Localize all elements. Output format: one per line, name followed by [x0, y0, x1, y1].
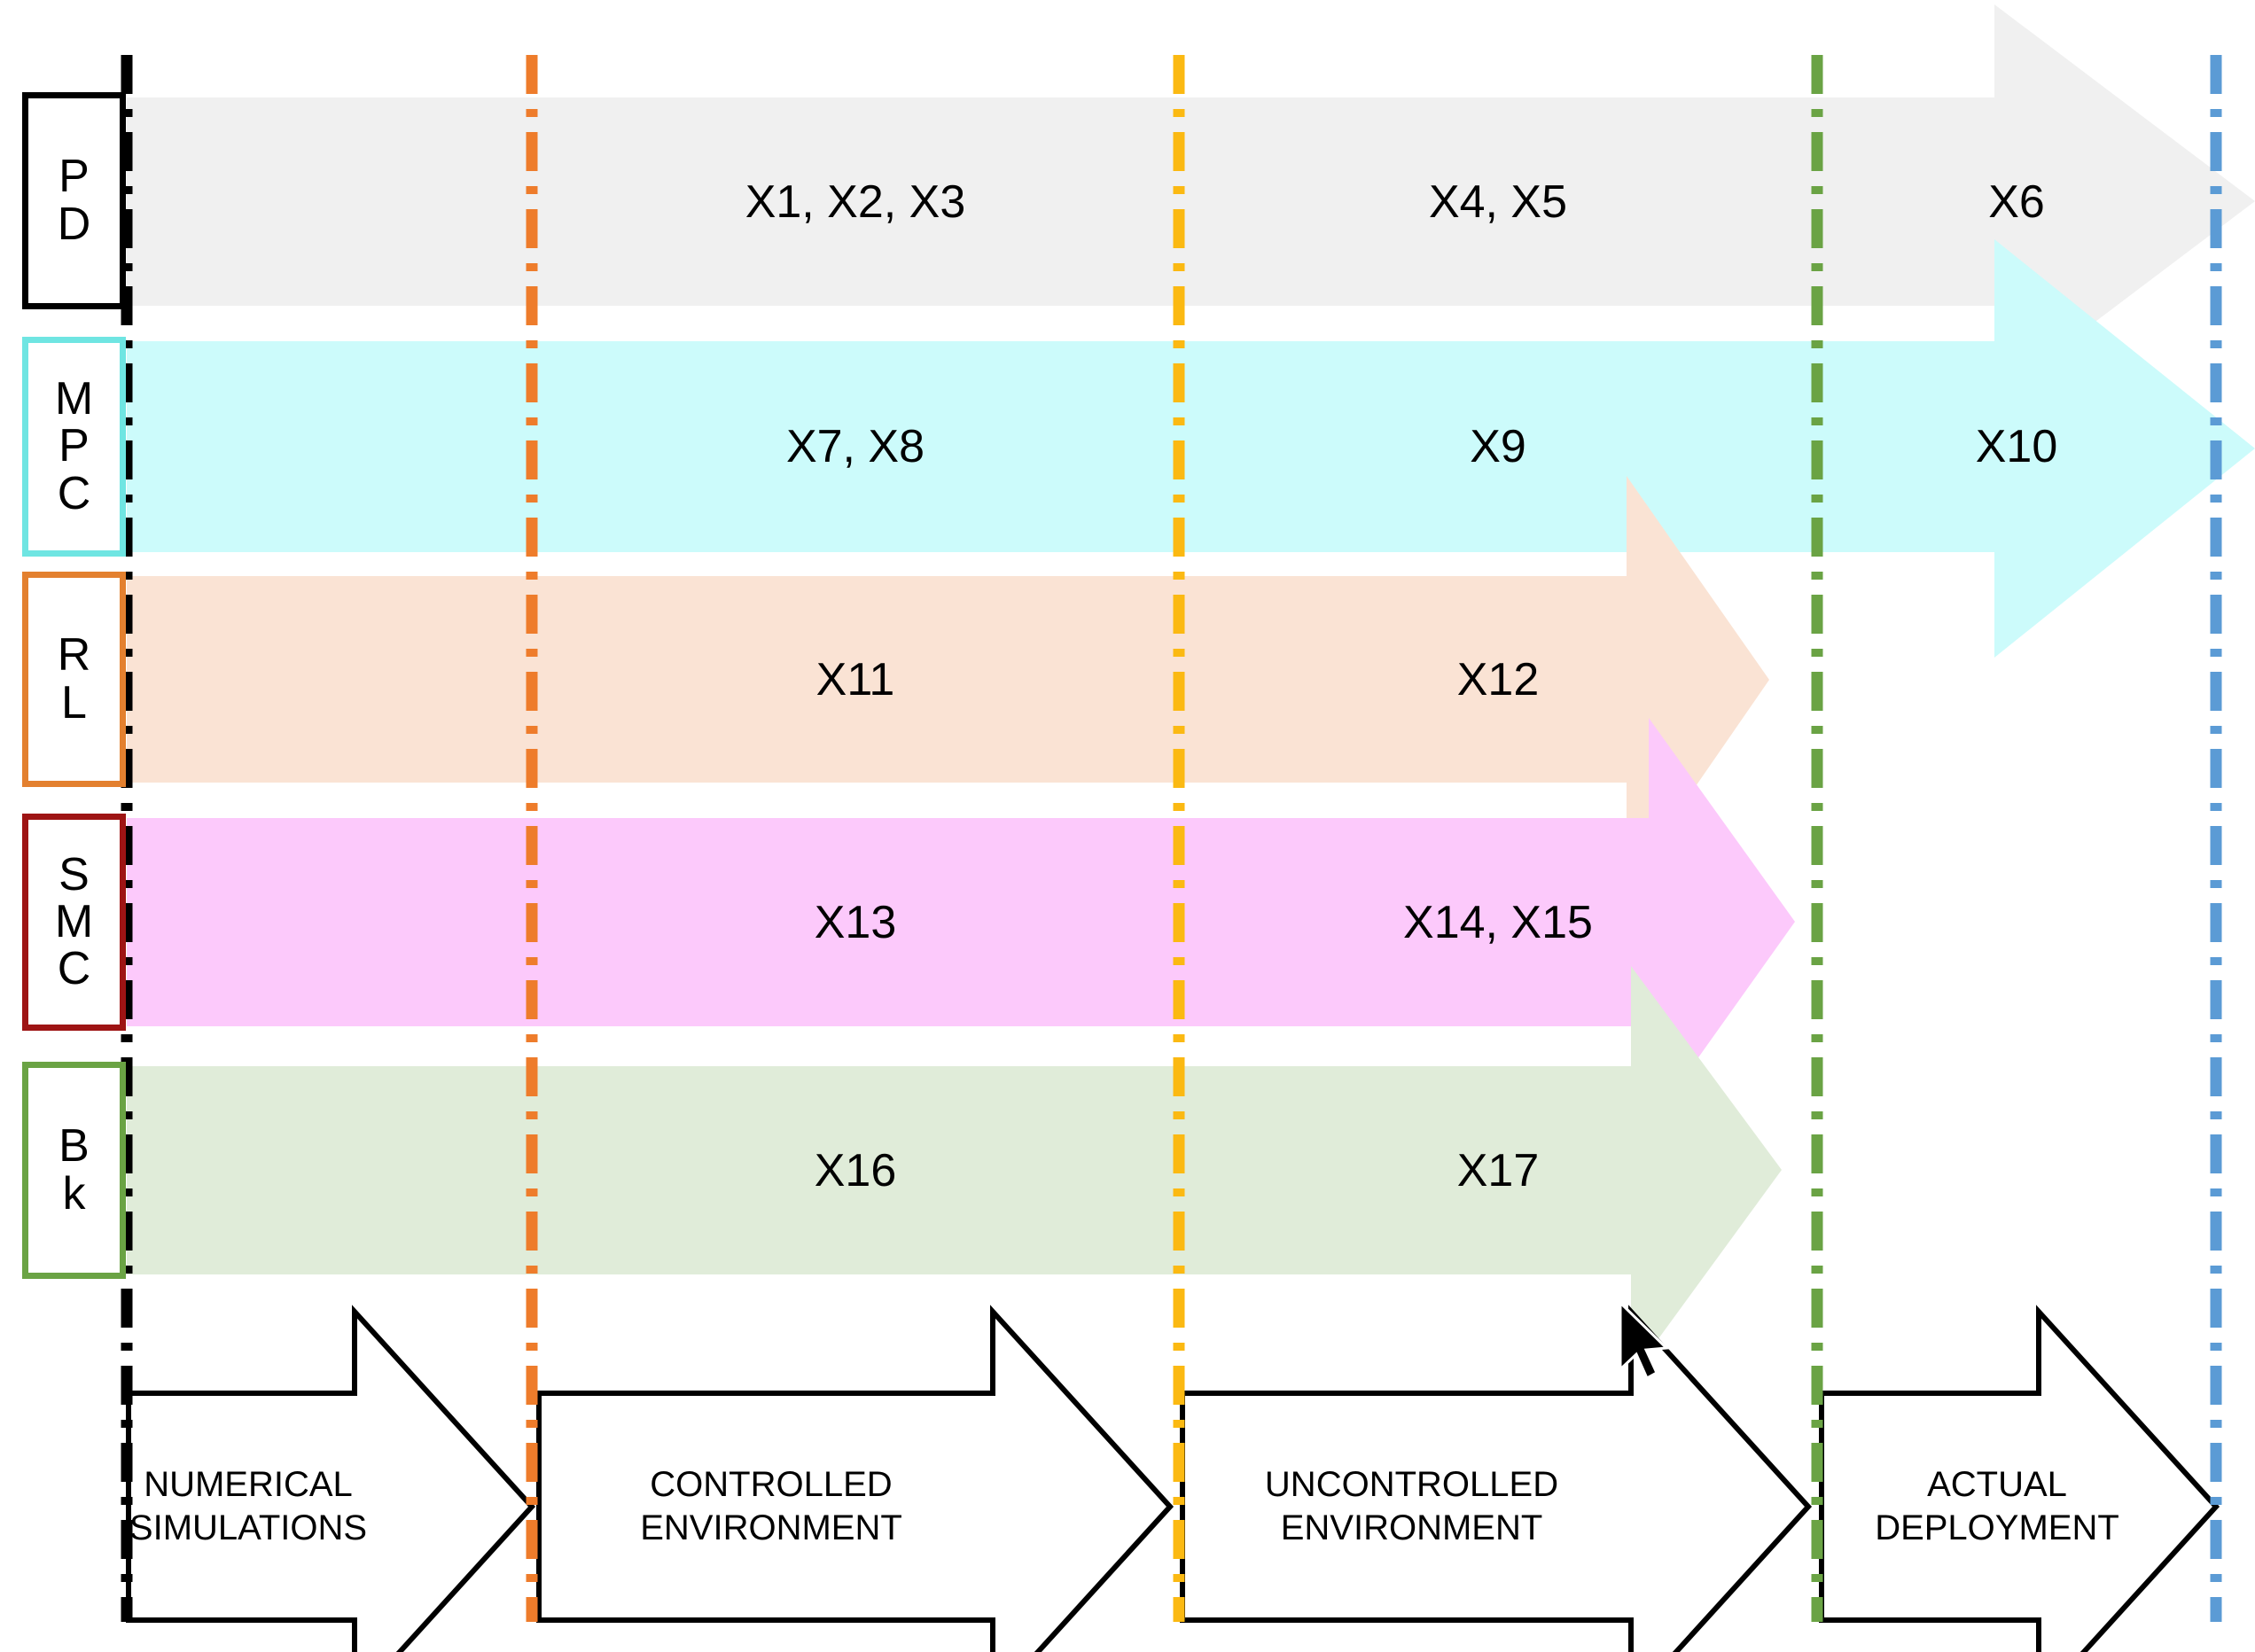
row-label-pd-line-0: P [59, 151, 90, 203]
cell-rl-controlled: X11 [815, 653, 895, 705]
band-arrow-mpc [127, 239, 2255, 658]
row-label-mpc: M P C [22, 337, 126, 557]
cell-mpc-controlled: X7, X8 [785, 421, 925, 472]
band-arrow-pd [127, 4, 2255, 398]
phase-label-numerical: NUMERICAL SIMULATIONS [129, 1418, 367, 1595]
phase-label-deployment-line-1: DEPLOYMENT [1875, 1508, 2119, 1547]
row-label-mpc-line-2: C [57, 467, 91, 519]
phase-label-numerical-line-0: NUMERICAL [144, 1465, 353, 1505]
row-label-pd: P D [22, 92, 126, 309]
row-label-pd-line-1: D [57, 198, 91, 250]
phase-label-uncontrolled-line-1: ENVIRONMENT [1280, 1508, 1543, 1547]
row-label-smc: S M C [22, 814, 126, 1031]
row-label-smc-line-0: S [59, 848, 90, 900]
row-label-bk-line-0: B [59, 1120, 90, 1173]
cell-rl-uncontrolled: X12 [1456, 653, 1540, 705]
phase-arrow-numerical [126, 1305, 536, 1652]
cell-pd-uncontrolled: X4, X5 [1428, 175, 1568, 228]
cell-bk-controlled: X16 [814, 1144, 897, 1196]
phase-label-uncontrolled-line-0: UNCONTROLLED [1264, 1465, 1559, 1505]
row-label-mpc-line-1: P [59, 420, 90, 472]
row-label-mpc-line-0: M [54, 373, 94, 425]
band-arrow-bk [127, 966, 1782, 1376]
cell-mpc-deployment: X10 [1975, 421, 2058, 472]
cell-smc-controlled: X13 [814, 896, 897, 948]
row-label-rl-line-0: R [57, 629, 91, 682]
row-label-rl: R L [22, 572, 126, 787]
cell-bk-uncontrolled: X17 [1456, 1144, 1540, 1196]
phase-arrow-uncontrolled [1180, 1305, 1813, 1652]
phase-arrow-deployment [1819, 1305, 2220, 1652]
row-label-smc-line-1: M [54, 895, 94, 947]
cell-pd-deployment: X6 [1988, 175, 2045, 228]
row-label-rl-line-1: L [61, 676, 87, 729]
phase-label-controlled-line-0: CONTROLLED [650, 1465, 893, 1505]
row-label-smc-line-2: C [57, 943, 91, 995]
phase-label-deployment: ACTUAL DEPLOYMENT [1824, 1418, 2170, 1595]
mouse-cursor [1619, 1299, 1670, 1381]
phase-label-controlled: CONTROLLED ENVIRONMENT [545, 1418, 997, 1595]
phase-label-uncontrolled: UNCONTROLLED ENVIRONMENT [1188, 1418, 1635, 1595]
cell-pd-controlled: X1, X2, X3 [745, 175, 966, 228]
band-arrow-smc [127, 718, 1795, 1127]
cell-smc-uncontrolled: X14, X15 [1403, 896, 1593, 948]
row-label-bk-line-1: k [62, 1167, 86, 1220]
phase-label-deployment-line-0: ACTUAL [1927, 1465, 2067, 1505]
phase-label-numerical-line-1: SIMULATIONS [129, 1508, 368, 1547]
cell-mpc-uncontrolled: X9 [1470, 421, 1526, 472]
phase-arrow-controlled [536, 1305, 1174, 1652]
phase-label-controlled-line-1: ENVIRONMENT [640, 1508, 902, 1547]
row-label-bk: B k [22, 1062, 126, 1279]
